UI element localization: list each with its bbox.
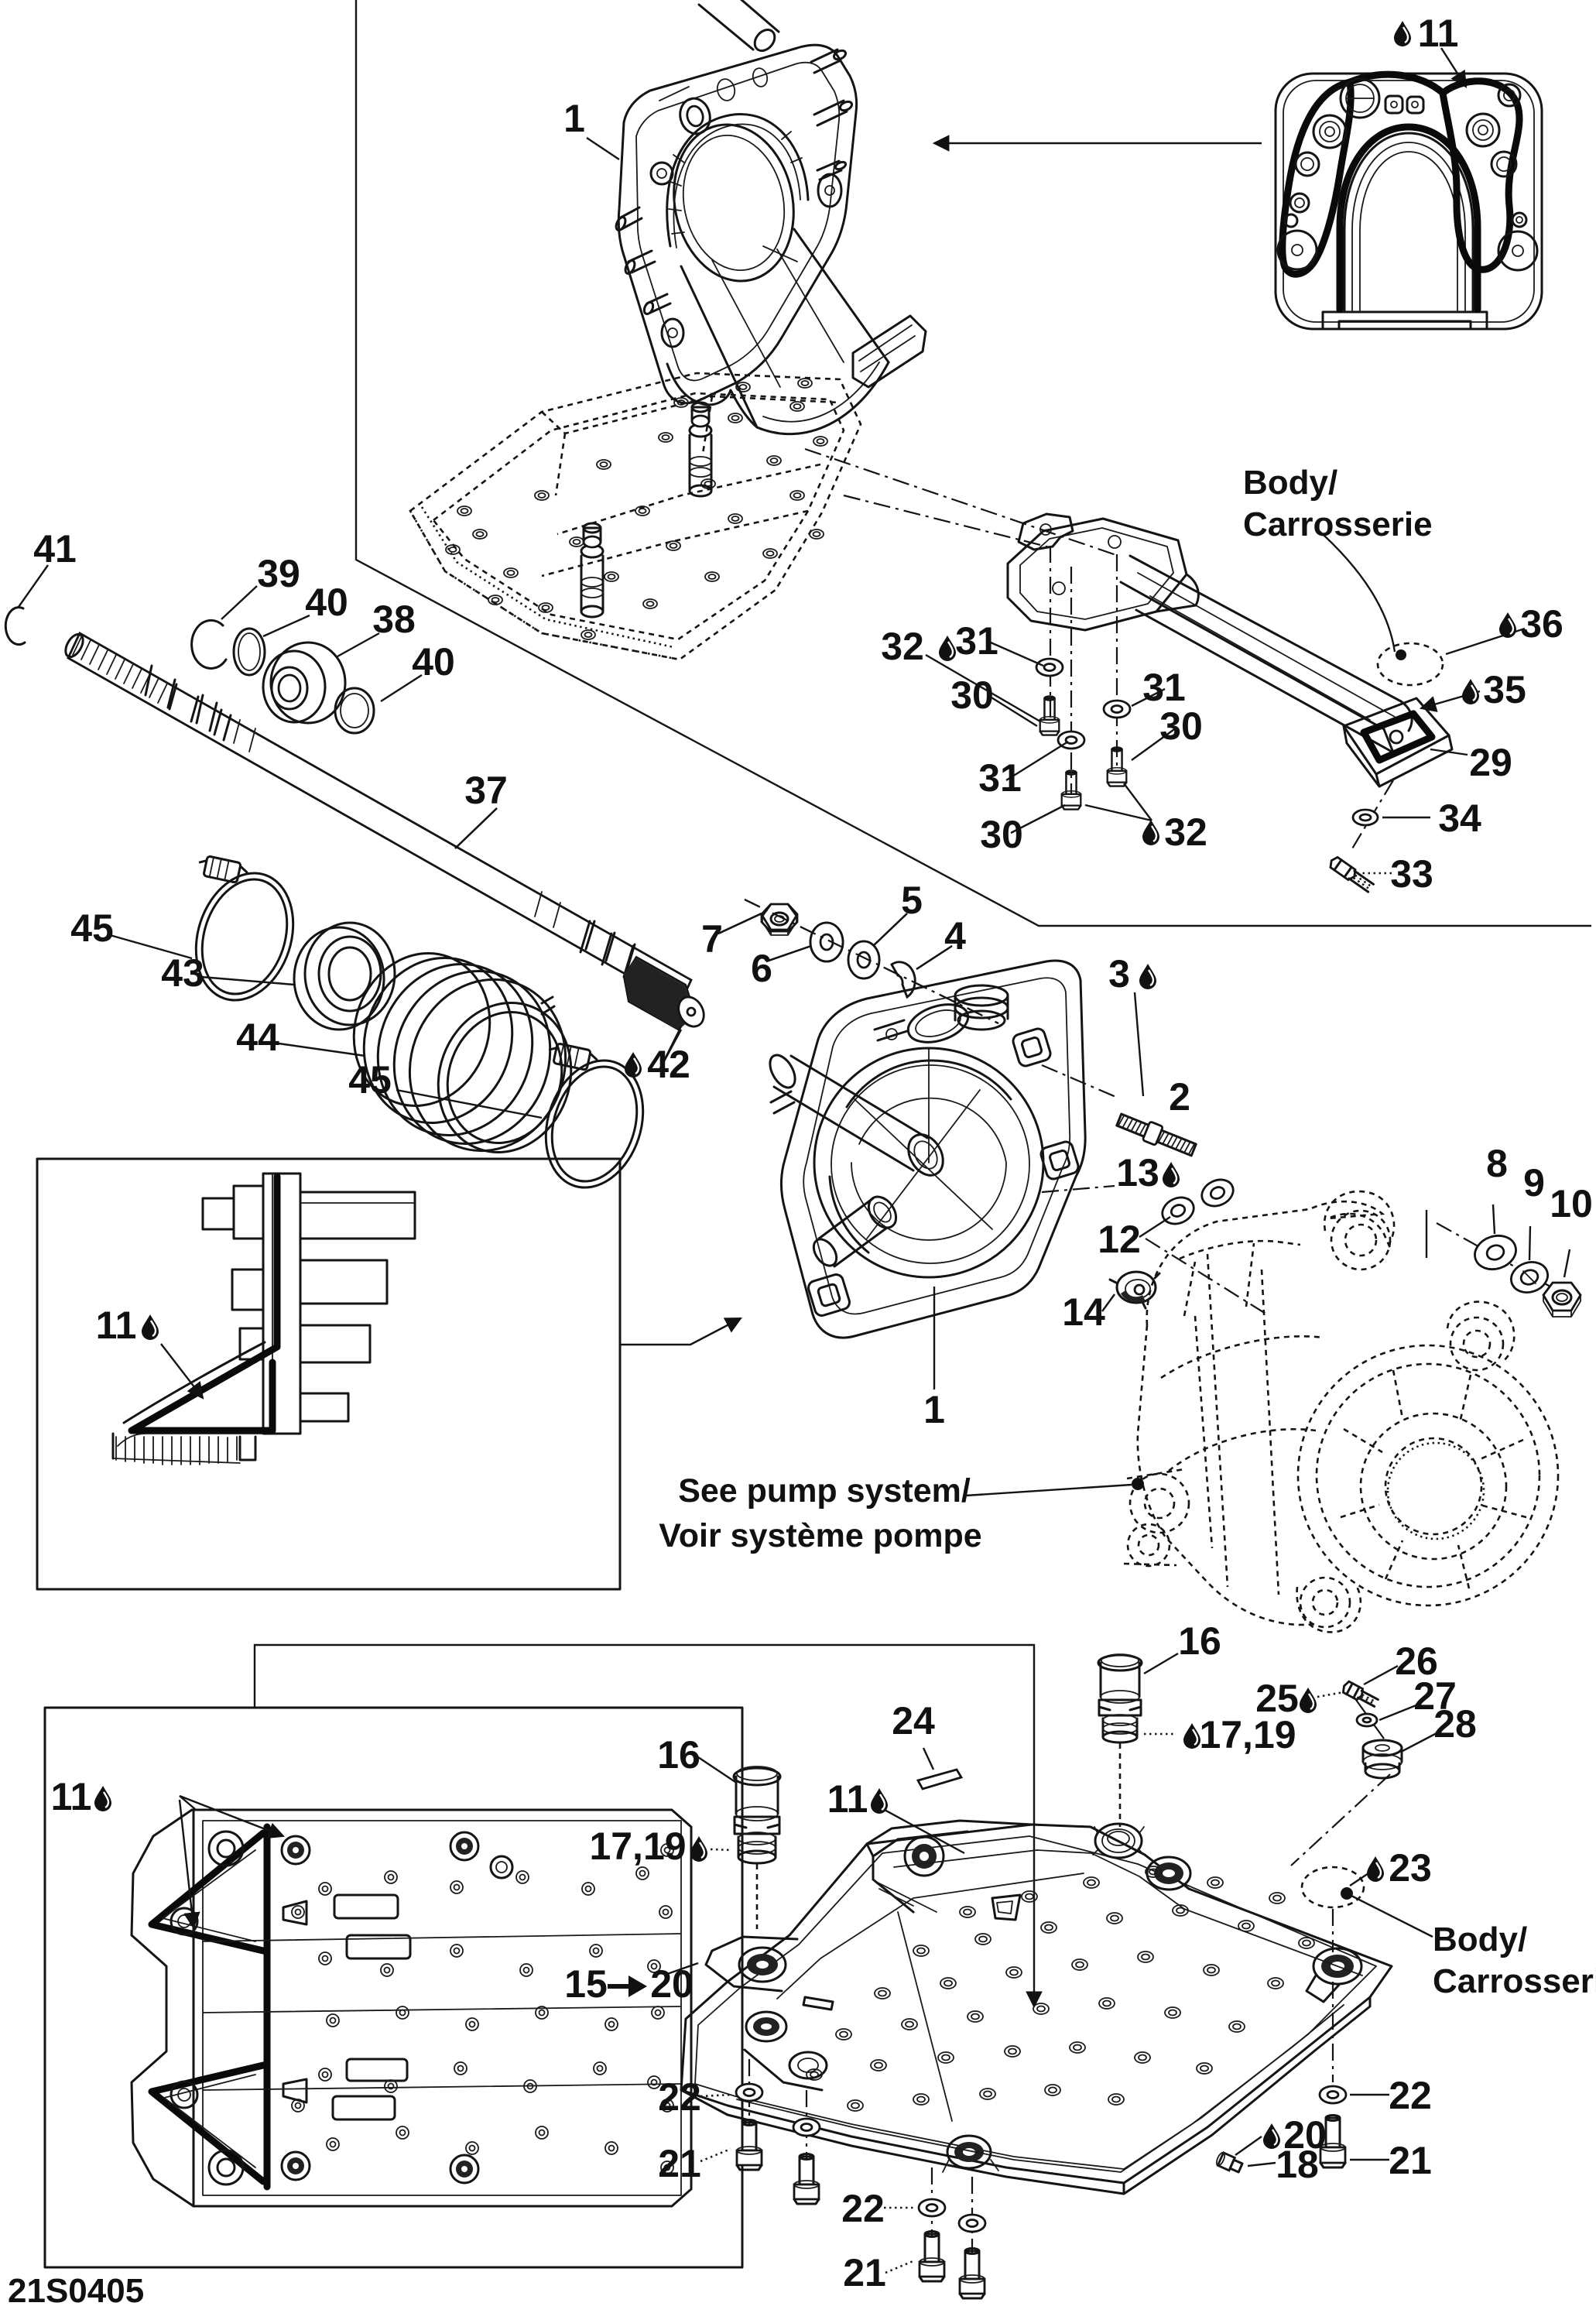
svg-text:44: 44 [236,1016,279,1059]
svg-text:24: 24 [892,1699,935,1742]
svg-text:33: 33 [1390,852,1433,896]
svg-text:36: 36 [1520,602,1563,646]
svg-text:11: 11 [1418,12,1459,55]
svg-text:32: 32 [881,625,924,668]
svg-text:11: 11 [96,1304,137,1347]
svg-text:28: 28 [1433,1702,1477,1746]
svg-text:43: 43 [161,951,204,995]
svg-text:45: 45 [70,906,114,950]
svg-text:39: 39 [257,552,300,595]
svg-text:31: 31 [978,756,1022,800]
svg-text:2: 2 [1169,1075,1190,1119]
svg-text:15: 15 [564,1962,608,2006]
svg-text:Carrosserie: Carrosserie [1243,505,1433,543]
svg-text:11: 11 [827,1777,868,1821]
svg-text:42: 42 [647,1043,690,1086]
svg-text:21: 21 [843,2251,886,2294]
svg-text:11: 11 [51,1775,92,1818]
svg-text:1: 1 [923,1388,945,1431]
svg-text:16: 16 [657,1733,700,1777]
svg-text:9: 9 [1523,1161,1545,1204]
svg-text:32: 32 [1164,810,1207,854]
svg-text:22: 22 [841,2187,885,2230]
svg-text:7: 7 [701,917,723,961]
svg-text:26: 26 [1395,1640,1438,1683]
svg-text:37: 37 [464,769,508,812]
svg-text:40: 40 [412,640,455,684]
svg-text:38: 38 [372,598,416,641]
svg-text:35: 35 [1483,668,1526,711]
svg-text:20: 20 [650,1962,694,2006]
svg-text:17,19: 17,19 [589,1825,686,1868]
svg-text:5: 5 [901,879,923,922]
svg-text:20: 20 [1283,2113,1327,2157]
svg-text:18: 18 [1276,2143,1319,2186]
svg-text:13: 13 [1116,1151,1159,1194]
svg-text:4: 4 [944,914,966,958]
svg-text:27: 27 [1413,1674,1457,1718]
svg-text:22: 22 [658,2075,701,2119]
svg-text:31: 31 [955,619,998,663]
svg-text:23: 23 [1389,1846,1432,1890]
svg-text:3: 3 [1108,952,1130,995]
svg-text:21: 21 [658,2142,701,2185]
svg-text:21S0405: 21S0405 [8,2272,144,2310]
svg-text:17,19: 17,19 [1199,1713,1296,1756]
svg-text:Body/: Body/ [1243,464,1337,502]
svg-text:34: 34 [1438,797,1481,840]
svg-text:45: 45 [348,1058,392,1102]
svg-text:14: 14 [1062,1290,1105,1334]
svg-text:21: 21 [1389,2139,1432,2182]
svg-text:6: 6 [751,947,772,990]
svg-text:30: 30 [980,813,1023,856]
svg-text:29: 29 [1469,741,1512,784]
svg-text:See pump system/: See pump system/ [678,1472,971,1509]
svg-text:1: 1 [563,97,585,140]
svg-text:25: 25 [1255,1677,1299,1720]
svg-text:Voir système pompe: Voir système pompe [659,1517,981,1554]
svg-text:16: 16 [1178,1619,1221,1663]
svg-text:Body/: Body/ [1433,1921,1527,1958]
svg-text:40: 40 [305,581,348,624]
svg-text:22: 22 [1389,2074,1432,2117]
svg-text:30: 30 [950,673,994,717]
svg-text:8: 8 [1486,1142,1508,1185]
svg-text:Carrosserie: Carrosserie [1433,1962,1596,2000]
svg-text:41: 41 [33,527,77,571]
svg-text:12: 12 [1098,1218,1141,1261]
svg-text:10: 10 [1550,1182,1593,1225]
svg-text:31: 31 [1142,666,1186,709]
svg-text:30: 30 [1159,704,1203,748]
